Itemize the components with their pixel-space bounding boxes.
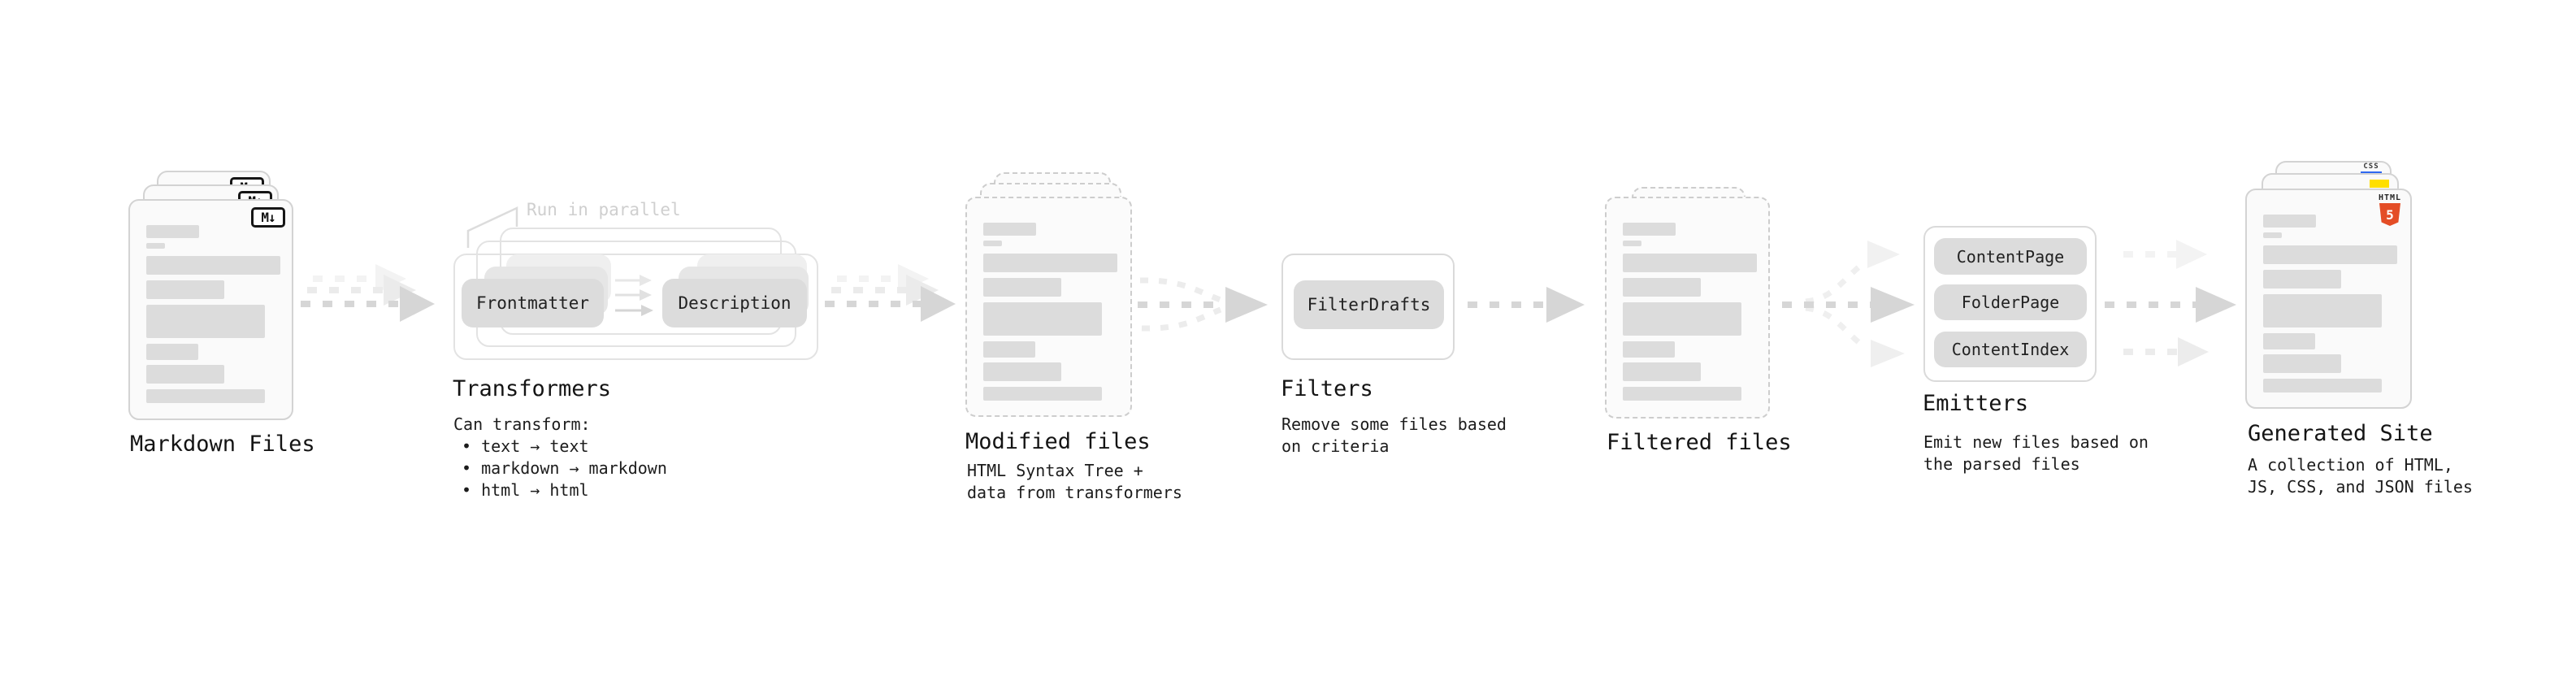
skeleton-bar (2263, 333, 2315, 349)
skeleton-bar (146, 305, 265, 338)
generated-desc-line: A collection of HTML, (2248, 455, 2453, 475)
skeleton-bar (146, 256, 280, 275)
skeleton-bar (983, 241, 1002, 246)
skeleton-bar (2263, 379, 2382, 393)
filterdrafts-chip: FilterDrafts (1294, 280, 1444, 329)
arrow-emitters-to-generated (2105, 240, 2236, 367)
transformers-description: Can transform: • text → text • markdown … (453, 414, 667, 501)
transformers-bullet: • html → html (462, 480, 589, 500)
skeleton-bar (1623, 302, 1741, 336)
js-icon (2370, 180, 2389, 188)
run-in-parallel-note: Run in parallel (527, 200, 681, 219)
stage-label-filters: Filters (1281, 376, 1373, 401)
arrow-modified-to-filters (1138, 277, 1268, 332)
stage-label-markdown-files: Markdown Files (130, 432, 315, 457)
markdown-icon: M↓ (251, 207, 285, 228)
generated-desc-line: JS, CSS, and JSON files (2248, 477, 2473, 497)
description-chip: Description (662, 279, 807, 327)
html5-icon-shield: 5 (2379, 203, 2400, 226)
stage-label-generated-site: Generated Site (2248, 421, 2433, 446)
skeleton-bar (2263, 270, 2341, 288)
transformers-bullet: • markdown → markdown (462, 458, 667, 478)
modified-desc-line: data from transformers (967, 483, 1182, 502)
stage-label-transformers: Transformers (453, 376, 612, 401)
arrow-markdown-to-transformers (301, 264, 435, 322)
emitters-description: Emit new files based on the parsed files (1923, 432, 2149, 475)
stage-label-modified-files: Modified files (965, 429, 1151, 454)
skeleton-bar (983, 302, 1102, 336)
skeleton-bar (1623, 341, 1675, 358)
arrow-filters-to-filtered (1468, 287, 1585, 323)
arrow-filtered-to-emitters (1782, 241, 1915, 367)
filters-description: Remove some files based on criteria (1281, 414, 1507, 458)
skeleton-bar (146, 389, 265, 403)
html5-icon: HTML 5 (2377, 193, 2403, 226)
markdown-file-card: M↓ (128, 199, 293, 420)
skeleton-bar (1623, 254, 1757, 272)
modified-files-description: HTML Syntax Tree + data from transformer… (967, 460, 1182, 504)
html5-icon-label: HTML (2378, 193, 2402, 202)
skeleton-bar (1623, 223, 1676, 236)
modified-file-card (965, 197, 1132, 417)
skeleton-bar (146, 225, 199, 238)
skeleton-bar (983, 254, 1117, 272)
skeleton-bar (983, 362, 1061, 381)
skeleton-bar (983, 278, 1061, 297)
emitters-desc-line: the parsed files (1923, 454, 2080, 474)
skeleton-bar (983, 223, 1036, 236)
skeleton-bar (2263, 232, 2282, 238)
skeleton-bar (2263, 294, 2382, 327)
arrow-transformers-to-modified (825, 264, 956, 322)
skeleton-bar (146, 365, 224, 384)
skeleton-bar (146, 280, 224, 299)
html5-icon-number: 5 (2386, 206, 2394, 223)
generated-site-description: A collection of HTML, JS, CSS, and JSON … (2248, 454, 2473, 498)
frontmatter-chip: Frontmatter (462, 279, 604, 327)
filtered-file-card (1605, 197, 1770, 419)
skeleton-bar (1623, 362, 1701, 381)
filters-desc-line: Remove some files based (1281, 414, 1507, 434)
transformer-layer-front (453, 254, 818, 360)
skeleton-bar (983, 341, 1035, 358)
contentindex-chip: ContentIndex (1934, 332, 2087, 367)
transformers-bullet: • text → text (462, 436, 589, 456)
skeleton-bar (146, 243, 165, 249)
filters-desc-line: on criteria (1281, 436, 1390, 456)
stage-label-filtered-files: Filtered files (1607, 430, 1792, 455)
skeleton-bar (1623, 278, 1701, 297)
stage-label-emitters: Emitters (1923, 391, 2029, 416)
transformers-desc-title: Can transform: (453, 414, 591, 434)
folderpage-chip: FolderPage (1934, 284, 2087, 320)
skeleton-bar (983, 387, 1102, 401)
modified-desc-line: HTML Syntax Tree + (967, 461, 1143, 480)
skeleton-bar (1623, 387, 1741, 401)
skeleton-bar (146, 344, 198, 360)
emitters-desc-line: Emit new files based on (1923, 432, 2149, 452)
generated-file-card: HTML 5 (2245, 189, 2412, 409)
contentpage-chip: ContentPage (1934, 238, 2087, 275)
css-icon-label: CSS (2363, 163, 2379, 171)
skeleton-bar (1623, 241, 1641, 246)
skeleton-bar (2263, 354, 2341, 373)
skeleton-bar (2263, 215, 2316, 228)
skeleton-bar (2263, 245, 2397, 264)
